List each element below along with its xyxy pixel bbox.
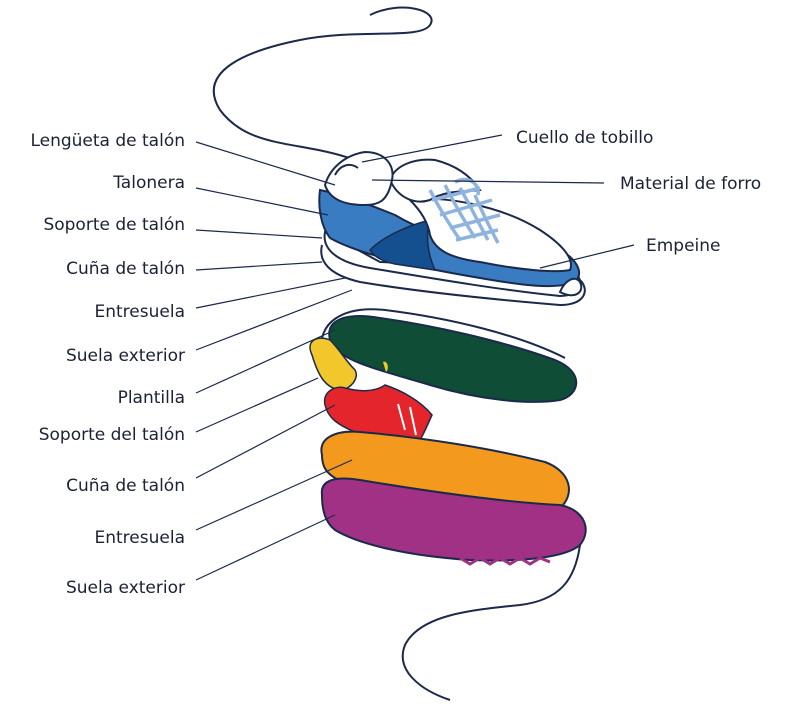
- label-lengueta-talon: Lengüeta de talón: [30, 131, 185, 151]
- leader-material-forro: [371, 179, 605, 184]
- label-cuna-talon-bottom: Cuña de talón: [66, 476, 185, 496]
- leader-soporte-talon: [195, 229, 323, 239]
- outsole-tread-edge: [459, 556, 551, 566]
- leader-talonera: [195, 187, 329, 216]
- leader-cuna-talon-top: [195, 261, 323, 271]
- label-soporte-del-talon: Soporte del talón: [38, 425, 185, 445]
- leader-cuello-tobillo: [361, 134, 503, 163]
- insole-layer: [328, 315, 578, 403]
- leader-lengueta-talon: [195, 141, 336, 186]
- label-soporte-talon: Soporte de talón: [43, 215, 185, 235]
- lace-string-top: [212, 6, 433, 161]
- lace-string-bottom: [401, 544, 581, 701]
- leader-plantilla: [195, 329, 336, 394]
- label-cuello-tobillo: Cuello de tobillo: [516, 128, 654, 148]
- label-cuna-talon-top: Cuña de talón: [66, 259, 185, 279]
- label-talonera: Talonera: [113, 173, 185, 193]
- label-plantilla: Plantilla: [117, 388, 185, 408]
- leader-suela-exterior-top: [195, 289, 353, 351]
- leader-cuna-talon-bottom: [195, 404, 336, 479]
- shoe-side-panel: [369, 218, 437, 271]
- shoe-collar: [323, 150, 394, 207]
- leader-suela-exterior-bottom: [195, 514, 336, 581]
- heel-support-yellow-dot: [383, 361, 388, 372]
- shoe-toe-cap: [558, 277, 583, 297]
- shoe-sole-outline: [320, 244, 586, 307]
- shoe-vamp-white: [407, 197, 572, 273]
- leader-soporte-del-talon: [195, 377, 319, 433]
- leader-lines: [195, 134, 635, 581]
- leader-entresuela-bottom: [195, 459, 353, 531]
- label-material-forro: Material de forro: [620, 174, 762, 194]
- leader-empeine: [539, 244, 635, 269]
- label-entresuela-bottom: Entresuela: [94, 528, 186, 548]
- heel-counter-stripes: [397, 403, 417, 436]
- heel-support-yellow: [309, 337, 357, 391]
- insole-outline: [320, 308, 566, 359]
- label-suela-exterior-bottom: Suela exterior: [65, 578, 185, 598]
- shoe-heel-tab: [334, 163, 359, 176]
- leader-entresuela-top: [195, 277, 346, 309]
- outsole-layer: [320, 477, 587, 562]
- label-suela-exterior-top: Suela exterior: [65, 346, 185, 366]
- label-entresuela-top: Entresuela: [94, 302, 186, 322]
- label-empeine: Empeine: [646, 236, 721, 256]
